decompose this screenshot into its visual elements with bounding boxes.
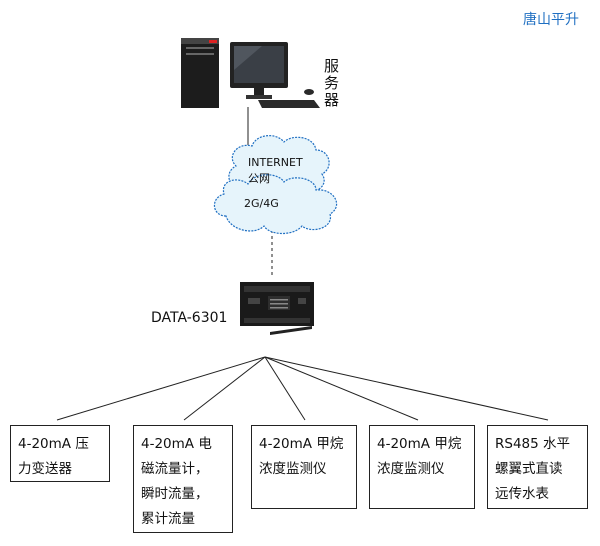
sensor-text-line: 瞬时流量， — [141, 486, 209, 502]
sensor-box-pressure: 4-20mA 压 力变送器 — [10, 425, 110, 482]
mobile-network-label: 2G/4G — [244, 197, 279, 210]
sensor-text-line: 螺翼式直读 — [495, 461, 563, 477]
brand-label: 唐山平升 — [523, 12, 579, 28]
sensor-text-line: 4-20mA 压 — [18, 436, 89, 452]
sensor-text-line: 远传水表 — [495, 486, 549, 502]
internet-label: INTERNET — [248, 156, 303, 169]
sensor-text-line: 浓度监测仪 — [377, 461, 445, 477]
sensor-text-line: 4-20mA 甲烷 — [377, 436, 462, 452]
sensor-text-line: 浓度监测仪 — [259, 461, 327, 477]
sensor-text-line: 4-20mA 电 — [141, 436, 212, 452]
sensor-box-water-meter: RS485 水平 螺翼式直读 远传水表 — [487, 425, 588, 509]
sensor-box-methane-1: 4-20mA 甲烷 浓度监测仪 — [251, 425, 357, 509]
device-label: DATA-6301 — [151, 310, 228, 326]
sensor-text-line: 4-20mA 甲烷 — [259, 436, 344, 452]
sensor-text-line: 累计流量 — [141, 511, 195, 527]
sensor-text-line: RS485 水平 — [495, 436, 571, 452]
sensor-box-methane-2: 4-20mA 甲烷 浓度监测仪 — [369, 425, 475, 509]
sensor-links — [56, 356, 549, 421]
public-network-label: 公网 — [248, 172, 270, 185]
mobile-network-cloud-icon — [213, 174, 338, 235]
computer-icon — [181, 38, 320, 108]
sensor-text-line: 磁流量计， — [141, 461, 209, 477]
sensor-text-line: 力变送器 — [18, 461, 72, 477]
sensor-box-flowmeter: 4-20mA 电 磁流量计， 瞬时流量， 累计流量 — [133, 425, 233, 533]
server-label: 服务器 — [324, 57, 340, 109]
rtu-device-icon — [240, 282, 314, 335]
